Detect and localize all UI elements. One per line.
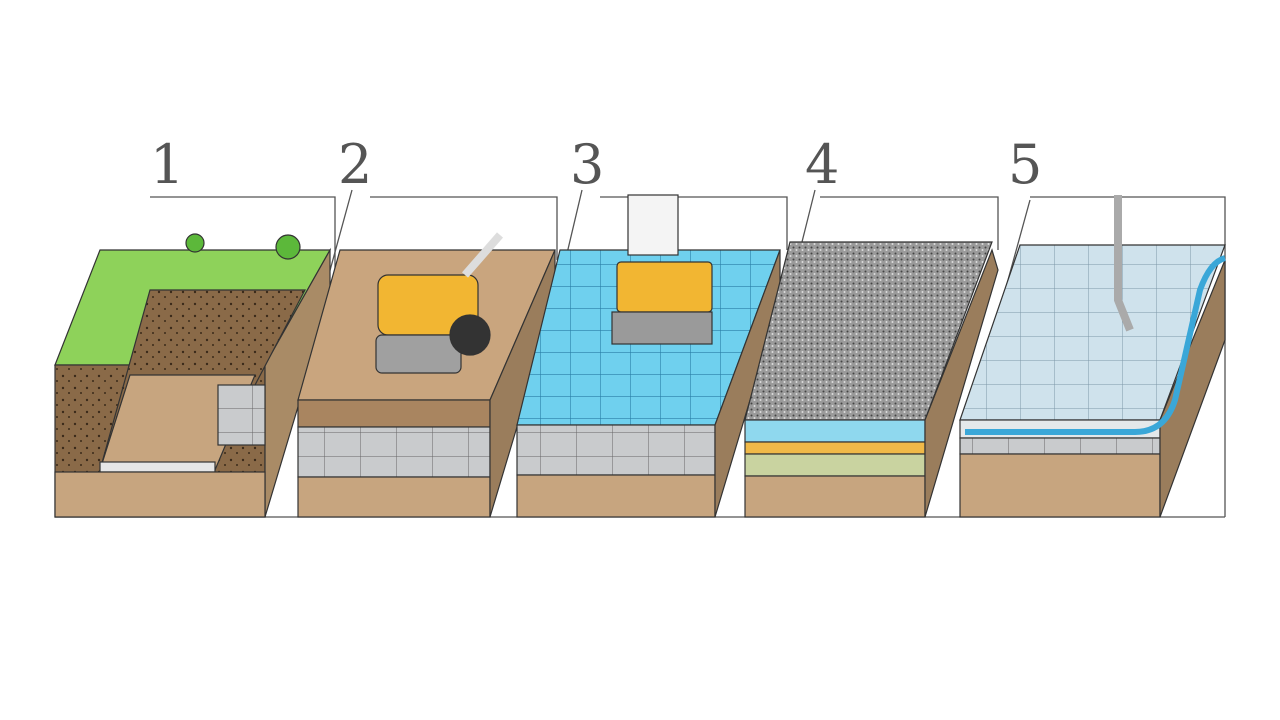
grass-tuft-icon	[275, 234, 301, 260]
step-number-2: 2	[338, 133, 373, 196]
step-number-1: 1	[150, 133, 185, 196]
step-number-3: 3	[570, 133, 605, 196]
panel-3-drainage-tiles	[516, 194, 781, 518]
grass-tuft-icon	[185, 233, 205, 253]
worker-arm-icon	[1114, 195, 1134, 332]
panel-2-compaction	[297, 232, 556, 518]
panel-1-excavation	[54, 233, 332, 518]
panel-5-finished-surface	[959, 195, 1227, 518]
roller-compactor-icon	[611, 194, 713, 345]
step-number-4: 4	[805, 133, 840, 196]
step-number-5: 5	[1008, 133, 1043, 196]
roller-compactor-icon	[375, 232, 504, 374]
drain-pipe-icon	[965, 255, 1227, 435]
panel-4-gravel	[744, 241, 999, 518]
